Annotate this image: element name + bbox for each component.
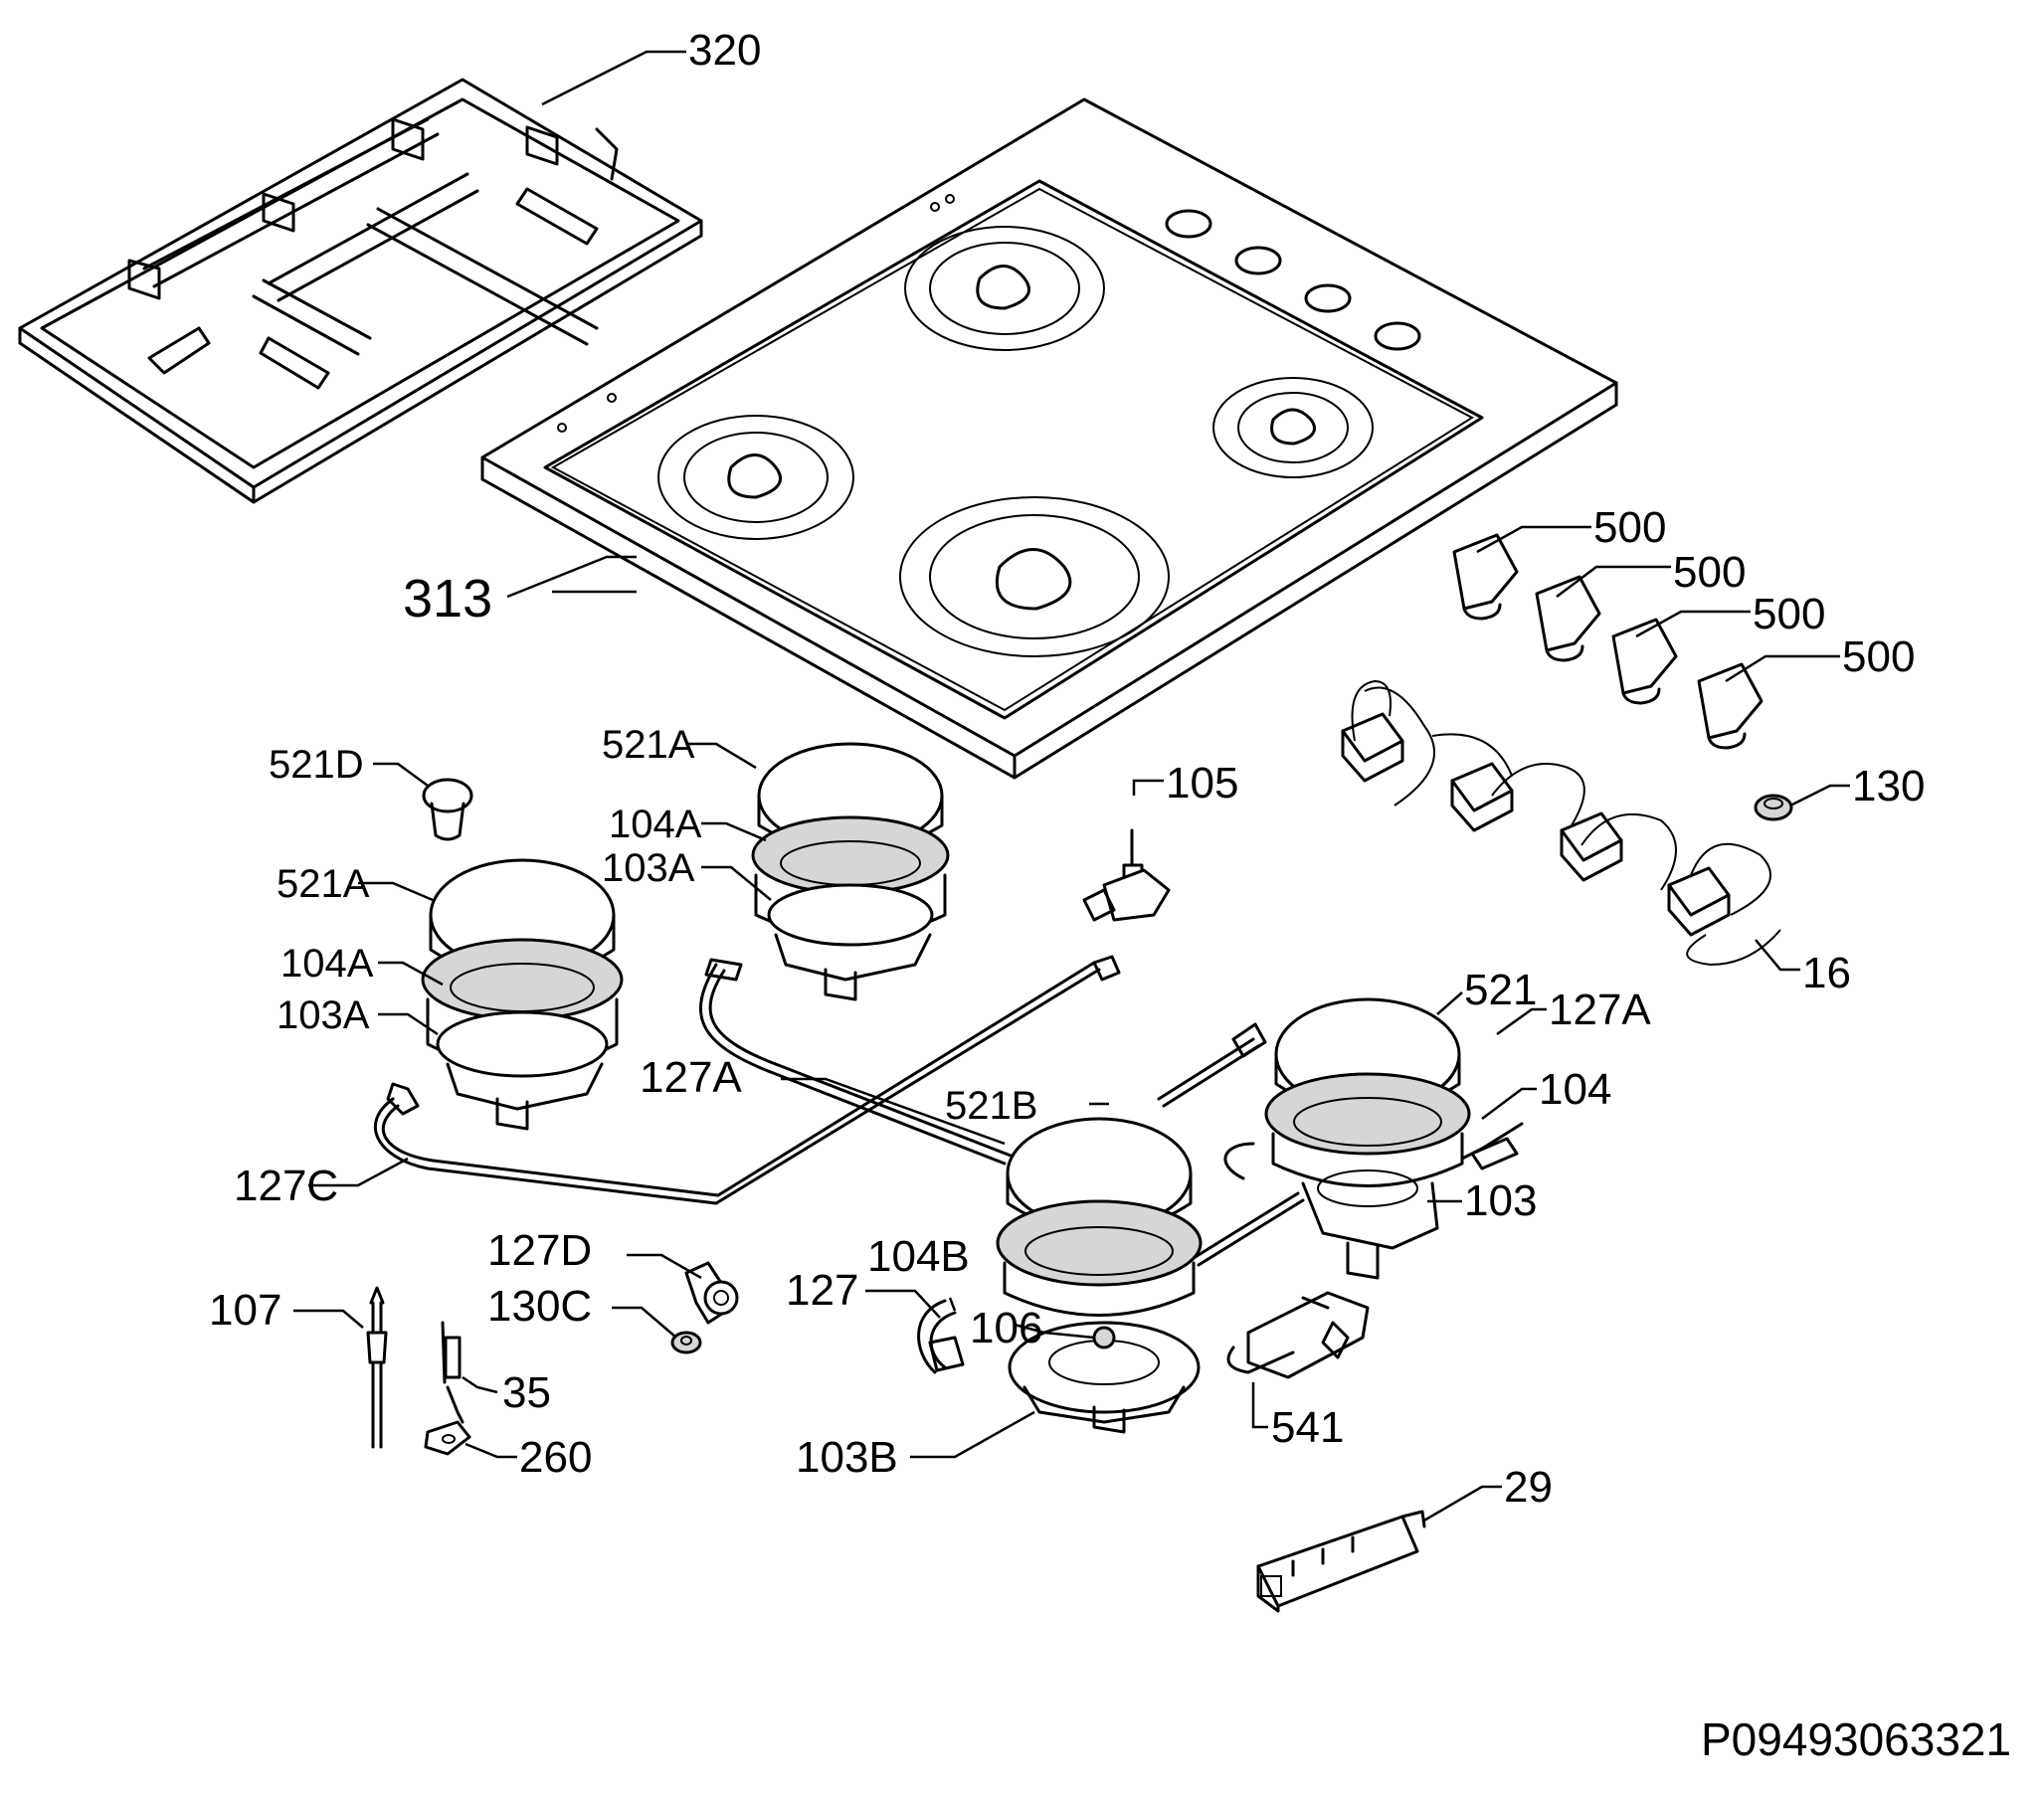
pan-support-grid	[20, 80, 701, 502]
washer-130c	[672, 1333, 700, 1352]
hob-burner-front	[900, 497, 1169, 656]
label-107: 107	[209, 1286, 281, 1335]
hob-burner-right	[1213, 378, 1373, 477]
label-127a-mid: 127A	[640, 1053, 742, 1102]
hob-top-panel	[482, 99, 1616, 778]
knob-1	[1454, 535, 1517, 619]
label-521b: 521B	[945, 1084, 1037, 1128]
label-320: 320	[688, 26, 761, 75]
label-104: 104	[1539, 1065, 1611, 1114]
burner-stack-left	[388, 860, 622, 1129]
label-127c: 127C	[234, 1162, 338, 1210]
hob-burner-left	[658, 416, 853, 539]
label-103b: 103B	[796, 1433, 898, 1482]
label-35: 35	[502, 1368, 551, 1417]
leader-lines	[293, 52, 1850, 1522]
label-29: 29	[1504, 1463, 1553, 1512]
label-130: 130	[1852, 762, 1925, 810]
gas-pipes	[375, 957, 1522, 1372]
knob-4	[1699, 664, 1762, 748]
label-106: 106	[970, 1304, 1042, 1352]
label-500-d: 500	[1842, 632, 1915, 681]
label-103: 103	[1464, 1176, 1537, 1225]
label-541: 541	[1271, 1403, 1344, 1452]
label-500-b: 500	[1673, 548, 1746, 597]
label-500-c: 500	[1753, 590, 1825, 638]
label-500-a: 500	[1593, 503, 1666, 552]
igniter-29	[1258, 1512, 1424, 1611]
part-labels: 320 313 500 500 500 500 130 16 521D 521A…	[209, 26, 1925, 1512]
label-521d: 521D	[269, 743, 364, 787]
burner-stack-right	[1266, 999, 1517, 1278]
hob-burner-rear	[905, 227, 1104, 350]
elbow-127d	[686, 1263, 737, 1323]
label-104b: 104B	[867, 1232, 970, 1281]
label-127a-right: 127A	[1549, 986, 1651, 1034]
thermocouple-107	[368, 1288, 386, 1447]
small-cap-521d	[424, 780, 471, 839]
label-103a-rear: 103A	[602, 846, 695, 890]
label-104a-left: 104A	[280, 942, 374, 986]
label-16: 16	[1802, 949, 1851, 997]
label-127d: 127D	[487, 1226, 592, 1275]
label-103a-left: 103A	[277, 993, 370, 1037]
switch-541	[1228, 1293, 1368, 1377]
clip-260	[426, 1422, 469, 1454]
label-260: 260	[519, 1433, 592, 1482]
label-104a-rear: 104A	[609, 803, 702, 846]
label-105: 105	[1166, 759, 1238, 808]
knob-2	[1537, 577, 1599, 660]
valve-105	[1084, 830, 1169, 920]
drawing-reference-code: P09493063321	[1701, 1713, 2011, 1765]
label-521: 521	[1464, 966, 1537, 1014]
knob-3	[1613, 620, 1676, 703]
label-313: 313	[403, 569, 492, 629]
label-521a-left: 521A	[277, 862, 370, 906]
label-130c: 130C	[487, 1282, 592, 1331]
grommet-130	[1756, 796, 1791, 819]
gas-tap-assembly	[1343, 681, 1780, 965]
burner-stack-front	[998, 1119, 1201, 1432]
control-knobs	[1454, 535, 1762, 748]
electrode-35	[443, 1323, 463, 1422]
label-521a-rear: 521A	[602, 723, 695, 767]
burner-stack-rear	[753, 744, 948, 999]
label-127: 127	[786, 1266, 858, 1315]
